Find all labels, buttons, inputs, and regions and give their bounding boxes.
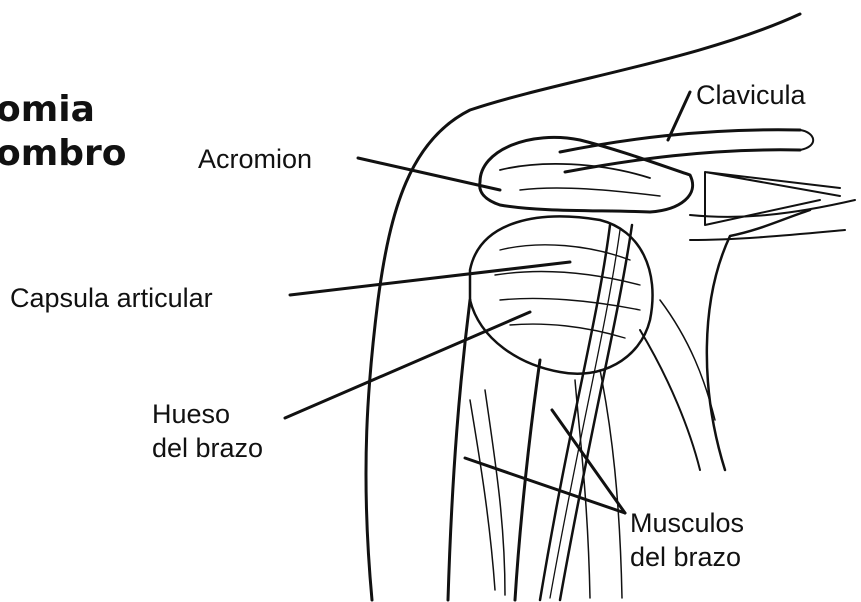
leader-humerus — [285, 312, 530, 418]
label-capsule: Capsula articular — [10, 281, 213, 315]
title-line-2: ombro — [0, 134, 127, 174]
label-humerus-line1: Hueso — [152, 397, 230, 431]
neck-outline — [707, 210, 810, 470]
clavicle-end — [800, 130, 813, 150]
label-muscles-line2: del brazo — [630, 540, 741, 574]
title-line-1: omia — [0, 90, 95, 130]
acromion-bone — [480, 137, 693, 212]
label-acromion: Acromion — [198, 142, 312, 176]
label-humerus-line2: del brazo — [152, 431, 263, 465]
leader-acromion — [358, 158, 500, 190]
leader-capsule — [290, 262, 570, 295]
joint-capsule — [470, 217, 653, 374]
scapula-outline — [690, 200, 855, 240]
label-clavicle: Clavicula — [696, 78, 806, 112]
leader-muscles-1 — [465, 458, 625, 513]
label-muscles-line1: Musculos — [630, 506, 744, 540]
